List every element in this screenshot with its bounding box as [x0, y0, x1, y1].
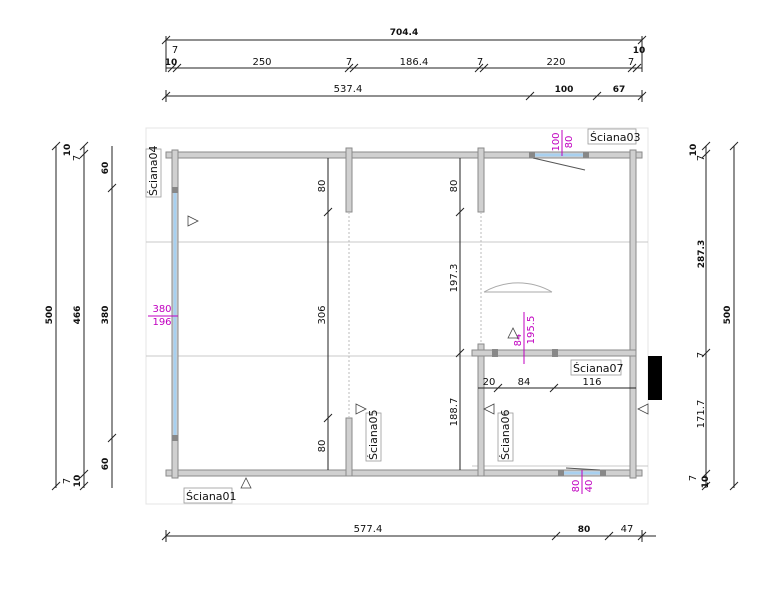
bottom-window-sash	[565, 467, 601, 471]
dim-bottom-left: 577.4	[354, 524, 383, 535]
dim-total-width: 704.4	[390, 28, 418, 38]
dim-w5-top: 80	[317, 180, 328, 193]
bottom-window-right-cap	[600, 470, 606, 476]
openings	[172, 152, 662, 476]
view-markers	[187, 215, 649, 489]
wall-label-w07[interactable]: Ściana07	[570, 359, 624, 376]
black-block	[648, 356, 662, 400]
dim-w7-c: 116	[582, 377, 601, 388]
dim-right-edge: 10	[633, 46, 646, 56]
dim-w5-mid: 306	[317, 305, 328, 324]
top-door-width-label: 100	[551, 132, 562, 151]
dim-right-top-b: 7	[696, 155, 707, 161]
dim-w6-top: 80	[449, 180, 460, 193]
dim-left-window-span: 380	[101, 306, 111, 325]
dim-bottom-door: 80	[578, 525, 591, 535]
dim-right-mid: 7	[696, 352, 707, 358]
svg-text:Ściana07: Ściana07	[573, 362, 624, 375]
dim-room2: 186.4	[400, 57, 429, 68]
bottom-window-width-label: 80	[571, 480, 582, 493]
dim-right-bot-a: 7	[688, 475, 699, 481]
dim-left-bot-c: 60	[101, 458, 111, 471]
interior-dimensions: 80 306 80 80 197.3 188.7 20 84 116	[317, 158, 636, 470]
dim-left-top-c: 60	[101, 162, 111, 175]
bottom-window-height-label: 40	[584, 480, 595, 493]
wall-label-w05[interactable]: Ściana05	[365, 409, 382, 462]
wall-06-bottom	[477, 343, 485, 477]
wall-05-bottom	[345, 417, 353, 477]
marker-w01	[240, 477, 252, 489]
dim-w5-bot: 80	[317, 440, 328, 453]
dim-room1: 250	[252, 57, 271, 68]
svg-text:Ściana01: Ściana01	[186, 490, 237, 503]
dim-w7-b: 84	[518, 377, 531, 388]
dim-wall-c: 7	[477, 57, 483, 68]
wall-bottom	[165, 469, 643, 477]
svg-text:Ściana03: Ściana03	[590, 131, 641, 144]
wall-top	[165, 151, 643, 159]
dim-wall-a: 7	[172, 45, 178, 56]
wall-label-w03[interactable]: Ściana03	[587, 128, 641, 145]
marker-w06	[483, 403, 495, 415]
dim-w6-upper: 197.3	[449, 264, 460, 293]
wall-label-w06[interactable]: Ściana06	[497, 409, 514, 462]
dim-left-total: 500	[45, 306, 55, 325]
top-door-height-label: 80	[564, 136, 575, 149]
wall-right	[629, 149, 637, 479]
dim-w7-a: 20	[483, 377, 496, 388]
inner-door-left-cap	[492, 349, 498, 357]
wall-06-top	[477, 147, 485, 213]
left-window-height-label: 196	[152, 317, 171, 328]
dim-bottom-right: 47	[621, 524, 634, 535]
left-window-width-label: 380	[152, 304, 171, 315]
left-window-bottom-cap	[172, 435, 178, 441]
left-window-top-cap	[172, 187, 178, 193]
dim-left-top-b: 7	[72, 155, 83, 161]
bottom-dimensions: 577.4 80 47	[161, 524, 656, 542]
wall-label-w04[interactable]: Ściana04	[145, 145, 162, 198]
dim-seg-right: 67	[613, 85, 626, 95]
wall-label-w01[interactable]: Ściana01	[183, 487, 237, 504]
left-dimensions: 500 466 10 7 7 10 60 380 60	[45, 141, 117, 491]
dim-left-edge: 10	[165, 58, 178, 68]
top-dimensions: 704.4 7 10 250 7 186.4 7 220 7 10 537.4 …	[161, 28, 647, 102]
dim-seg-door: 100	[555, 85, 574, 95]
bottom-window-left-cap	[558, 470, 564, 476]
top-door-leaf	[532, 157, 586, 171]
right-dimensions: 10 7 287.3 7 171.7 7 10 500	[688, 141, 739, 491]
top-door-left-cap	[529, 152, 535, 158]
opening-labels: 380 196 100 80 80 40 84 195.5	[148, 130, 595, 494]
marker-w07	[507, 327, 519, 339]
marker-w04	[187, 215, 199, 227]
inner-door-width-label: 84	[513, 334, 524, 347]
dim-right-lower: 171.7	[696, 400, 707, 429]
svg-text:Ściana04: Ściana04	[147, 145, 160, 196]
wall-05-top	[345, 147, 353, 213]
dim-seg-left: 537.4	[334, 84, 363, 95]
marker-w05	[355, 403, 367, 415]
dim-right-upper: 287.3	[697, 240, 707, 268]
wall-labels[interactable]: Ściana01 Ściana03 Ściana04 Ściana05 Ścia…	[145, 128, 641, 504]
inner-door-right-cap	[552, 349, 558, 357]
dim-left-bot-b: 10	[73, 475, 83, 488]
inner-door-swing	[483, 282, 553, 293]
dim-left-bot-a: 7	[62, 478, 73, 484]
dim-wall-b: 7	[346, 57, 352, 68]
svg-text:Ściana06: Ściana06	[499, 409, 512, 460]
dim-room3: 220	[546, 57, 565, 68]
inner-door-height-label: 195.5	[526, 316, 537, 345]
dim-right-top-a: 10	[689, 144, 699, 157]
dim-left-inner: 466	[73, 306, 83, 325]
walls	[165, 147, 643, 479]
dim-right-total: 500	[723, 306, 733, 325]
dim-left-top-a: 10	[63, 144, 73, 157]
top-door-right-cap	[583, 152, 589, 158]
dim-w6-lower: 188.7	[449, 398, 460, 427]
svg-text:Ściana05: Ściana05	[367, 409, 380, 460]
marker-right	[637, 403, 649, 415]
dim-wall-d: 7	[628, 57, 634, 68]
plan-frame	[145, 127, 649, 505]
dim-right-bot-b: 10	[701, 476, 711, 489]
